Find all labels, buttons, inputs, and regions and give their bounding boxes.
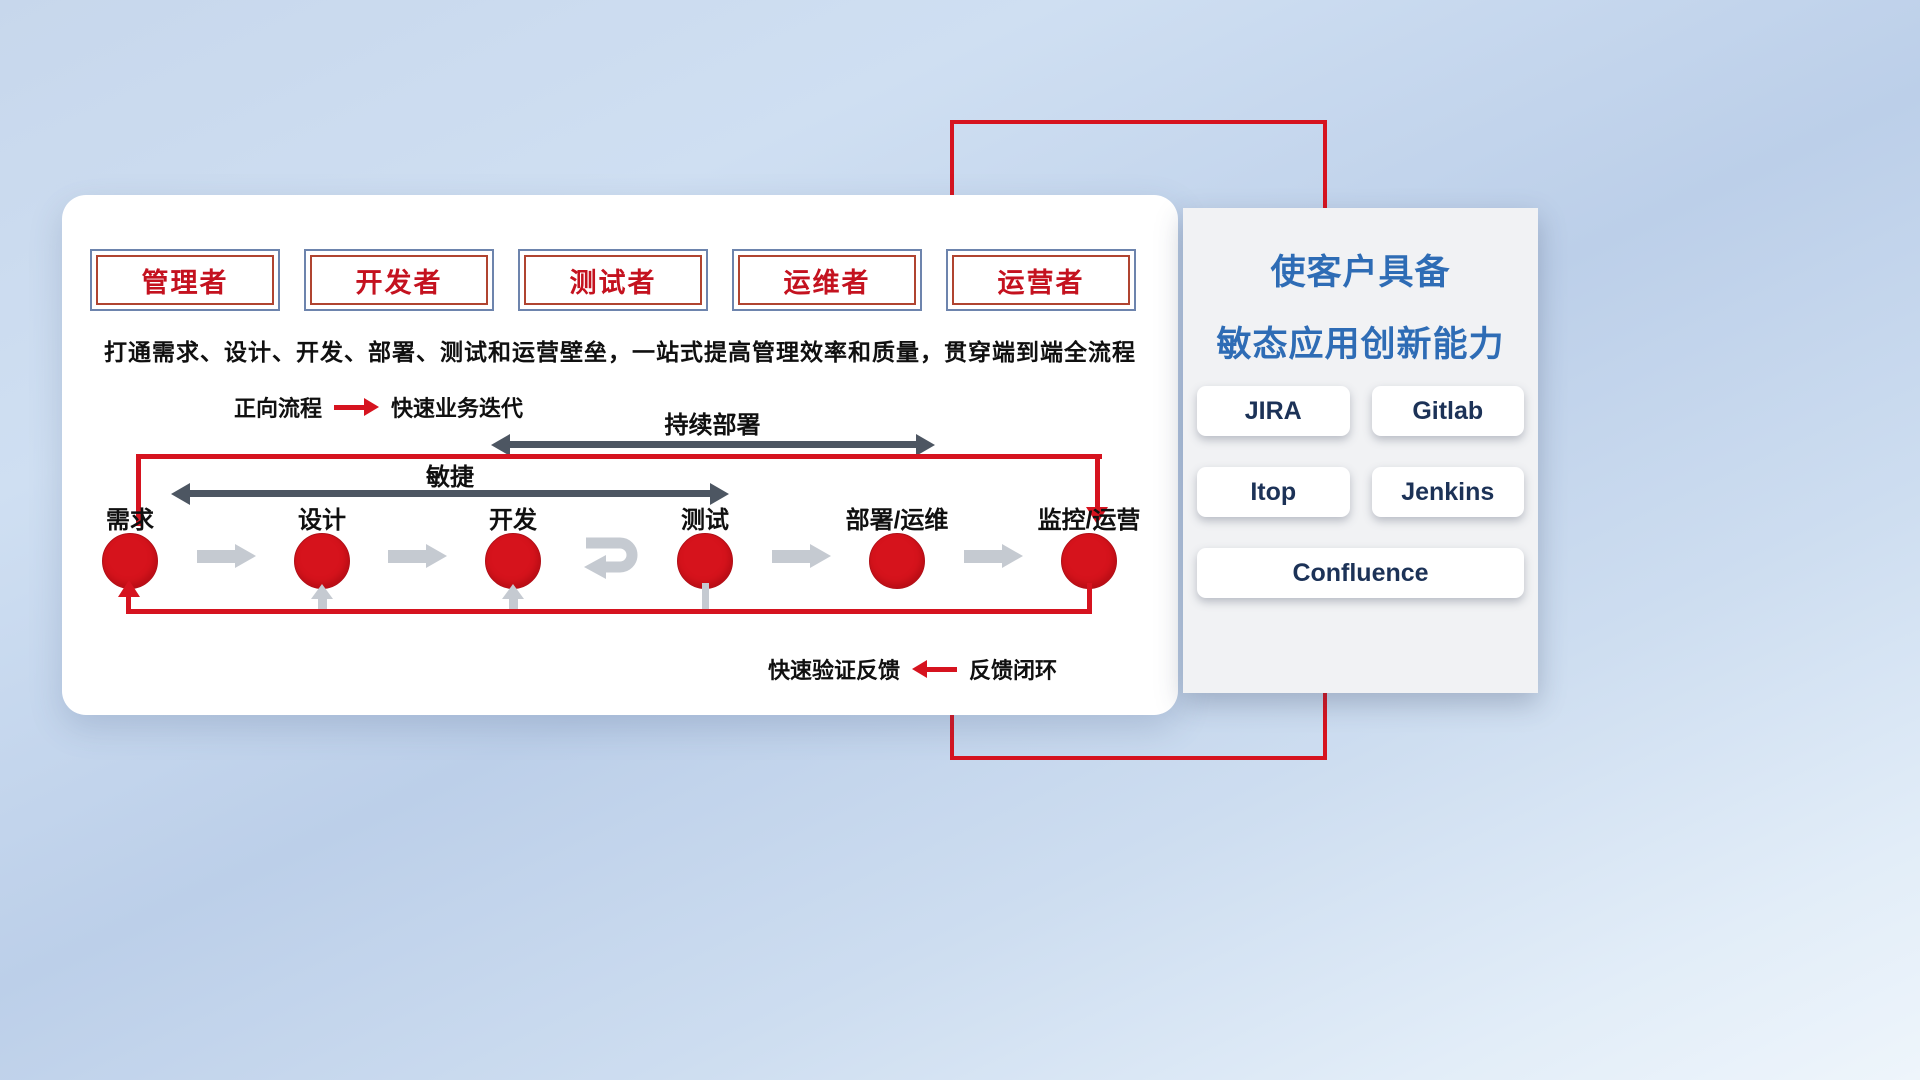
flow-arrow-icon xyxy=(388,544,447,568)
forward-loop-arrowhead-icon xyxy=(1086,507,1108,524)
role-label: 开发者 xyxy=(355,267,443,298)
role-box-developer: 开发者 xyxy=(304,249,494,311)
stage-label: 需求 xyxy=(106,507,154,534)
feedback-legend-label: 快速验证反馈 xyxy=(768,658,901,683)
feedback-up-arrow-icon xyxy=(311,584,333,614)
iterate-loop-arrow-icon xyxy=(570,529,648,584)
continuous-deploy-label: 持续部署 xyxy=(664,412,761,439)
capability-panel: 使客户具备 敏态应用创新能力 JIRA Gitlab Itop Jenkins … xyxy=(1183,208,1538,693)
stage-node-icon xyxy=(1061,533,1117,589)
stage-node-icon xyxy=(677,533,733,589)
stage-design: 设计 xyxy=(237,500,407,589)
devops-flow-card: 管理者 开发者 测试者 运维者 运营者 打通需求、设计、开发、部署、测试和运营壁… xyxy=(62,195,1178,715)
feedback-loop-arrowhead-icon xyxy=(118,580,140,597)
stage-node-icon xyxy=(869,533,925,589)
tool-chip-jira: JIRA xyxy=(1197,386,1350,436)
stage-develop: 开发 xyxy=(428,500,598,589)
forward-arrow-icon xyxy=(334,398,380,416)
role-box-tester: 测试者 xyxy=(518,249,708,311)
stage-monitor-operate: 监控/运营 xyxy=(1004,500,1174,589)
role-label: 运营者 xyxy=(997,267,1085,298)
tool-chip-confluence: Confluence xyxy=(1197,548,1524,598)
tool-chip-gitlab: Gitlab xyxy=(1371,386,1524,436)
continuous-deploy-arrow-icon xyxy=(508,441,918,448)
feedback-connector-line xyxy=(702,583,709,613)
flow-arrow-icon xyxy=(964,544,1023,568)
feedback-legend: 快速验证反馈 反馈闭环 xyxy=(768,653,1057,685)
forward-loop-top-line xyxy=(136,454,1102,459)
stage-label: 部署/运维 xyxy=(845,507,949,534)
stage-node-icon xyxy=(102,533,158,589)
panel-title-line1: 使客户具备 xyxy=(1270,253,1451,292)
feedback-up-arrow-icon xyxy=(502,584,524,614)
tool-chip-itop: Itop xyxy=(1197,467,1350,517)
stage-node-icon xyxy=(294,533,350,589)
feedback-loop-right-line xyxy=(1087,583,1092,614)
roles-row: 管理者 开发者 测试者 运维者 运营者 xyxy=(90,249,1136,311)
stage-requirement: 需求 xyxy=(45,500,215,589)
headline-text: 打通需求、设计、开发、部署、测试和运营壁垒，一站式提高管理效率和质量，贯穿端到端… xyxy=(104,339,1136,365)
feedback-loop-left-line xyxy=(126,595,131,611)
feedback-arrow-icon xyxy=(912,660,958,678)
stage-label: 测试 xyxy=(681,507,729,534)
tools-grid: JIRA Gitlab Itop Jenkins Confluence xyxy=(1197,386,1524,598)
agile-label: 敏捷 xyxy=(426,464,474,491)
forward-loop-left-line xyxy=(136,454,141,526)
feedback-legend-desc: 反馈闭环 xyxy=(969,658,1058,683)
forward-legend: 正向流程 快速业务迭代 xyxy=(234,391,523,423)
stage-label: 设计 xyxy=(298,507,346,534)
stage-test: 测试 xyxy=(620,500,790,589)
role-label: 管理者 xyxy=(141,267,229,298)
tool-chip-jenkins: Jenkins xyxy=(1371,467,1524,517)
forward-loop-right-line xyxy=(1095,454,1100,508)
agile-arrow-icon xyxy=(188,490,712,497)
feedback-loop-bottom-line xyxy=(126,609,1092,614)
forward-legend-desc: 快速业务迭代 xyxy=(391,396,524,421)
flow-arrow-icon xyxy=(197,544,256,568)
role-label: 测试者 xyxy=(569,267,657,298)
stage-node-icon xyxy=(485,533,541,589)
forward-legend-label: 正向流程 xyxy=(234,396,323,421)
panel-title-line2: 敏态应用创新能力 xyxy=(1216,325,1505,364)
role-label: 运维者 xyxy=(783,267,871,298)
stage-label: 开发 xyxy=(489,507,537,534)
flow-arrow-icon xyxy=(772,544,831,568)
role-box-ops: 运维者 xyxy=(732,249,922,311)
role-box-operator: 运营者 xyxy=(946,249,1136,311)
stage-label: 监控/运营 xyxy=(1037,507,1141,534)
stage-deploy-ops: 部署/运维 xyxy=(812,500,982,589)
role-box-manager: 管理者 xyxy=(90,249,280,311)
